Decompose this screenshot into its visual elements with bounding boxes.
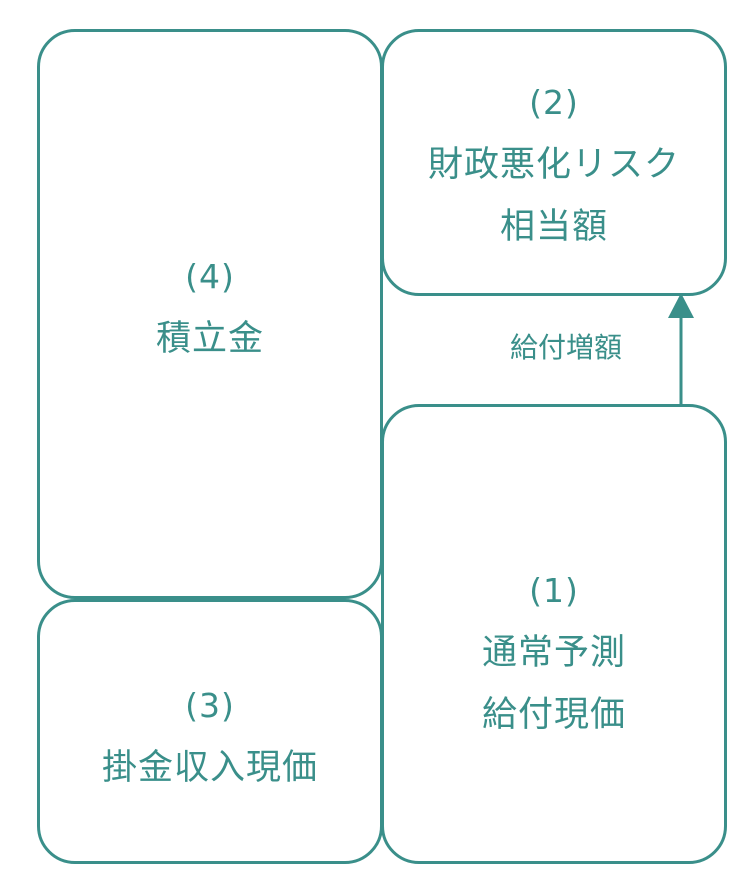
contribution-pv-number: (3) [185, 685, 235, 725]
benefit-pv-label-line1: 通常予測 [481, 633, 626, 673]
benefit-pv-number: (1) [529, 571, 579, 610]
financial-risk-number: (2) [529, 82, 579, 122]
financial-risk-box: (2) 財政悪化リスク 相当額 [381, 29, 727, 296]
reserve-number: (4) [185, 257, 235, 296]
arrow-head-icon [668, 293, 694, 318]
reserve-box: (4) 積立金 [37, 29, 383, 599]
financial-risk-label-line2: 相当額 [499, 206, 608, 247]
benefit-increase-label: 給付増額 [510, 331, 623, 364]
contribution-pv-label: 掛金収入現価 [101, 747, 318, 788]
reserve-label: 積立金 [155, 319, 264, 359]
benefit-pv-label-line2: 給付現価 [481, 695, 626, 735]
benefit-pv-box: (1) 通常予測 給付現価 [381, 404, 727, 864]
financial-risk-label-line1: 財政悪化リスク [427, 144, 680, 185]
